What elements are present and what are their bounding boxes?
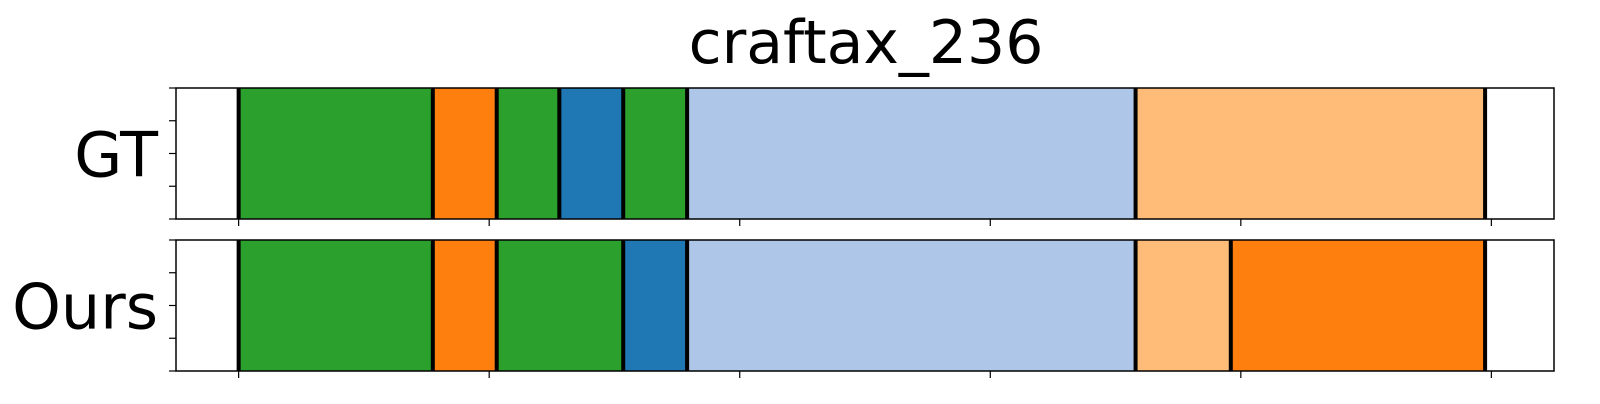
segment-gt-3 (496, 88, 560, 219)
segment-gt-6 (687, 88, 1136, 219)
chart-title: craftax_236 (689, 8, 1044, 78)
segment-ours-8 (1485, 240, 1554, 371)
rows-layer: GT Ours (12, 87, 1555, 378)
segment-ours-0 (176, 240, 239, 371)
row-label-ours: Ours (12, 271, 158, 344)
segment-gt-8 (1485, 88, 1554, 219)
segment-gt-7 (1135, 88, 1486, 219)
row-panel-ours: Ours (12, 239, 1555, 378)
row-label-gt: GT (74, 119, 159, 192)
segment-gt-4 (559, 88, 624, 219)
segment-ours-6 (1135, 240, 1231, 371)
segment-gt-1 (238, 88, 433, 219)
segment-ours-7 (1230, 240, 1486, 371)
segment-ours-1 (238, 240, 433, 371)
segment-gt-5 (623, 88, 688, 219)
segment-ours-3 (496, 240, 624, 371)
row-panel-gt: GT (74, 87, 1555, 226)
segment-gt-2 (432, 88, 497, 219)
segment-ours-4 (623, 240, 688, 371)
segment-ours-5 (687, 240, 1136, 371)
segment-ours-2 (432, 240, 497, 371)
segment-gt-0 (176, 88, 239, 219)
